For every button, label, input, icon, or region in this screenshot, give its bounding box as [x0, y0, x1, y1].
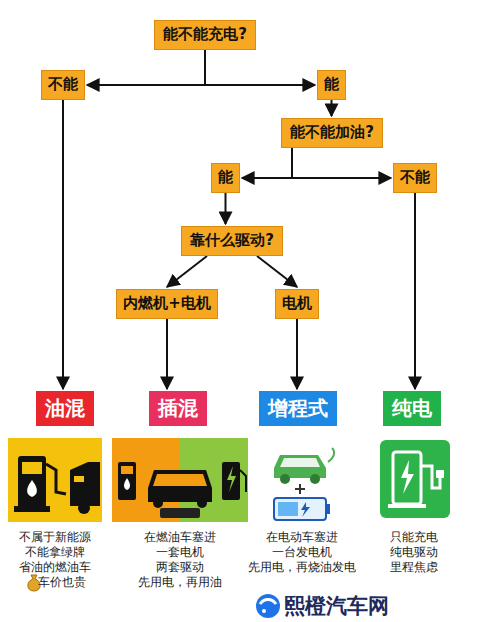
node-text: 能 [324, 76, 339, 93]
range-extender-icon [274, 448, 334, 520]
node-text: 电机 [282, 295, 312, 312]
flow-arrow [225, 193, 227, 224]
flow-arrow [414, 193, 416, 389]
decision-box: 能不能加油? [281, 118, 383, 148]
node-text: 增程式 [268, 397, 328, 420]
description-text: 两套驱动 [156, 560, 204, 574]
answer-box: 内燃机+电机 [116, 289, 218, 319]
description-text: 只能充电 [390, 530, 438, 544]
flow-arrow [166, 319, 168, 389]
description-text: 一台发电机 [272, 545, 332, 559]
node-text: 不能 [400, 169, 430, 186]
watermark-text: 熙橙汽车网 [284, 593, 389, 619]
flow-arrow [296, 319, 298, 389]
node-text: 油混 [45, 397, 85, 420]
node-text: 能 [218, 169, 233, 186]
node-text: 能不能充电? [163, 26, 247, 43]
answer-box: 不能 [393, 163, 437, 193]
flow-arrow [205, 50, 315, 85]
node-text: 不能 [48, 76, 78, 93]
category-box: 纯电 [383, 391, 441, 426]
charger-icon [380, 440, 450, 518]
description-text: 在燃油车塞进 [144, 530, 216, 544]
description-text: 里程焦虑 [390, 560, 438, 574]
description-text: 纯电驱动 [390, 545, 438, 559]
flow-arrow [62, 100, 64, 389]
node-text: 靠什么驱动? [190, 232, 274, 249]
plug-in-hybrid-icon [112, 438, 248, 522]
category-box: 油混 [36, 391, 94, 426]
flow-arrow [257, 256, 297, 287]
watermark-logo [256, 594, 280, 618]
description-text: 不能拿绿牌 [25, 545, 85, 559]
flow-arrow [242, 148, 292, 178]
node-text: 能不能加油? [290, 124, 374, 141]
node-text: 内燃机+电机 [123, 295, 211, 312]
category-box: 增程式 [259, 391, 337, 426]
description-text: 一套电机 [156, 545, 204, 559]
answer-box: 电机 [275, 289, 319, 319]
description-text: 省油的燃油车 [19, 560, 91, 574]
answer-box: 能 [211, 163, 240, 193]
answer-box: 能 [317, 70, 346, 100]
description-text: 不属于新能源 [19, 530, 91, 544]
decision-box: 靠什么驱动? [181, 226, 283, 256]
description-text: 在电动车塞进 [266, 530, 338, 544]
flow-arrow [331, 100, 333, 116]
category-box: 插混 [149, 391, 207, 426]
description-text: 先用电，再用油 [138, 575, 222, 589]
description-text: 先用电，再烧油发电 [248, 560, 356, 574]
description-text: 车价也贵 [38, 575, 86, 589]
flow-arrow [167, 256, 207, 287]
flow-arrow [292, 148, 391, 178]
decision-box: 能不能充电? [154, 20, 256, 50]
flow-arrow [87, 50, 205, 85]
node-text: 插混 [158, 397, 198, 420]
node-text: 纯电 [392, 397, 432, 420]
answer-box: 不能 [41, 70, 85, 100]
fuel-car-icon [8, 438, 102, 522]
